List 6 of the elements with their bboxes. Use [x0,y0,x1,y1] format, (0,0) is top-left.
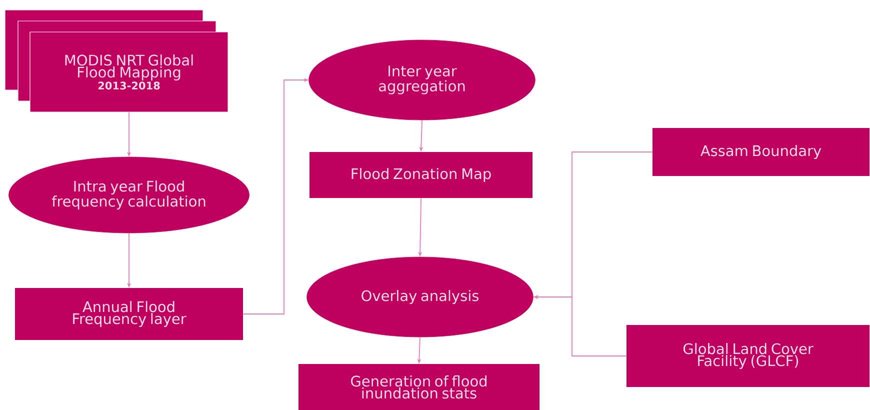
data-box: Assam Boundary [652,128,870,176]
data-box: Global Land Cover Facility (GLCF) [626,325,870,387]
stacked-document-box: MODIS NRT Global Flood Mapping 2013-2018 [4,10,228,112]
data-box: Flood Zonation Map [310,152,532,198]
data-box: Generation of flood inundation stats [298,364,540,410]
data-box: Annual Flood Frequency layer [15,288,243,340]
